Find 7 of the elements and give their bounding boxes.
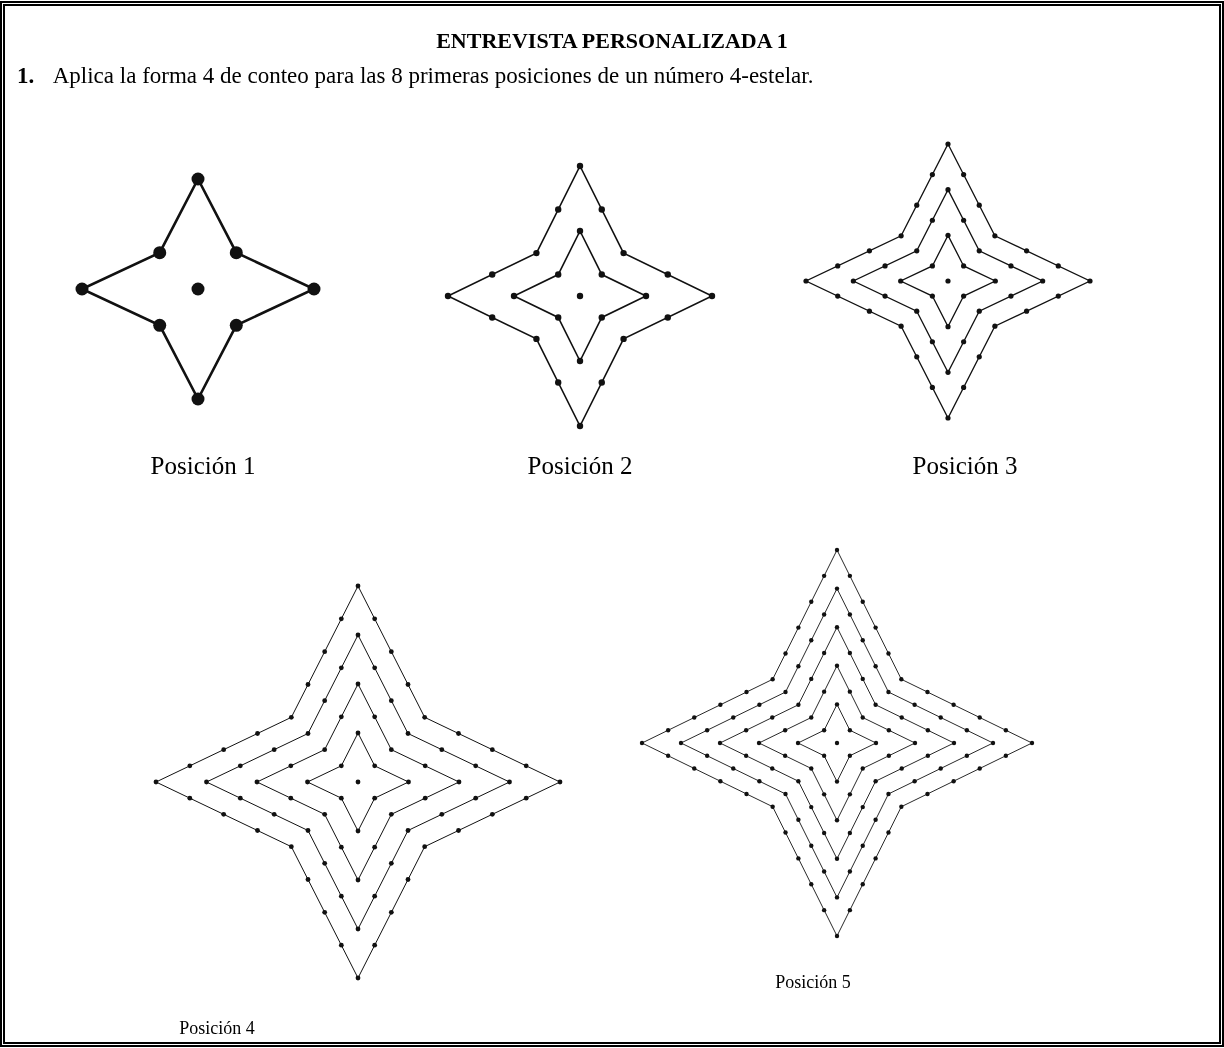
worksheet-title: ENTREVISTA PERSONALIZADA 1 bbox=[435, 28, 789, 54]
figure-caption: Posición 5 bbox=[775, 972, 851, 993]
figure-caption: Posición 4 bbox=[179, 1018, 255, 1039]
figure-caption: Posición 2 bbox=[527, 452, 633, 480]
figure-caption: Posición 3 bbox=[912, 452, 1018, 480]
figure-caption: Posición 1 bbox=[150, 452, 256, 480]
exercise-instruction: 1. Aplica la forma 4 de conteo para las 8 primeras posiciones de un número 4-estelar. bbox=[17, 63, 814, 89]
